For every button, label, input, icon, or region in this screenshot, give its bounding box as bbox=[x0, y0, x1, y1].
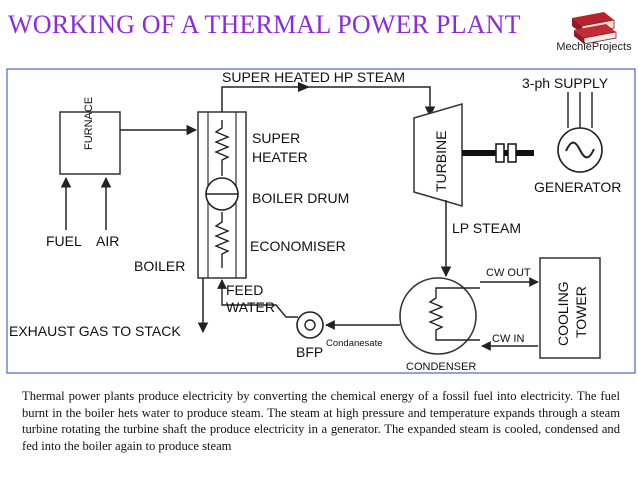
cooling-label: COOLING bbox=[555, 281, 571, 346]
book-stack-icon bbox=[572, 12, 617, 45]
exhaust-label: EXHAUST GAS TO STACK bbox=[9, 323, 181, 339]
caption-text: Thermal power plants produce electricity… bbox=[22, 389, 620, 453]
bfp-pump-inner bbox=[304, 319, 316, 331]
page-title: WORKING OF A THERMAL POWER PLANT bbox=[8, 10, 521, 39]
cw-out-label: CW OUT bbox=[486, 267, 531, 279]
bfp-label: BFP bbox=[296, 344, 323, 360]
condenser-label: CONDENSER bbox=[406, 361, 476, 373]
sine-icon bbox=[565, 141, 595, 159]
economiser-coil bbox=[214, 212, 230, 268]
coupling-left bbox=[495, 143, 505, 163]
water-label: WATER bbox=[226, 299, 275, 315]
boiler-label: BOILER bbox=[134, 258, 185, 274]
super-label: SUPER bbox=[252, 130, 300, 146]
air-label: AIR bbox=[96, 233, 119, 249]
cw-in-label: CW IN bbox=[492, 333, 524, 345]
cooling-tower-box bbox=[539, 257, 601, 359]
boiler-drum-label: BOILER DRUM bbox=[252, 190, 349, 206]
hp-steam-arrowhead bbox=[298, 82, 310, 92]
coupling-right bbox=[507, 143, 517, 163]
turbine-label: TURBINE bbox=[433, 131, 449, 192]
furnace-label: FURNACE bbox=[83, 97, 95, 150]
heater-label: HEATER bbox=[252, 149, 308, 165]
condenser-coil bbox=[428, 287, 480, 341]
tower-label: TOWER bbox=[573, 286, 589, 338]
superheater-coil bbox=[214, 120, 230, 176]
generator-label: GENERATOR bbox=[534, 179, 621, 195]
logo-text: MechieProjects bbox=[556, 41, 632, 53]
feed-water-line bbox=[217, 279, 298, 318]
furnace-box bbox=[59, 111, 121, 175]
turbine-shape bbox=[413, 103, 463, 207]
superheated-label: SUPER HEATED HP STEAM bbox=[222, 69, 405, 85]
condensate-label: Condanesate bbox=[326, 338, 383, 349]
fuel-label: FUEL bbox=[46, 233, 82, 249]
supply-label: 3-ph SUPPLY bbox=[522, 75, 609, 91]
feed-label: FEED bbox=[226, 282, 263, 298]
lp-steam-label: LP STEAM bbox=[452, 220, 521, 236]
hp-steam-line bbox=[221, 86, 436, 118]
economiser-label: ECONOMISER bbox=[250, 238, 346, 254]
diagram-frame bbox=[6, 68, 636, 374]
